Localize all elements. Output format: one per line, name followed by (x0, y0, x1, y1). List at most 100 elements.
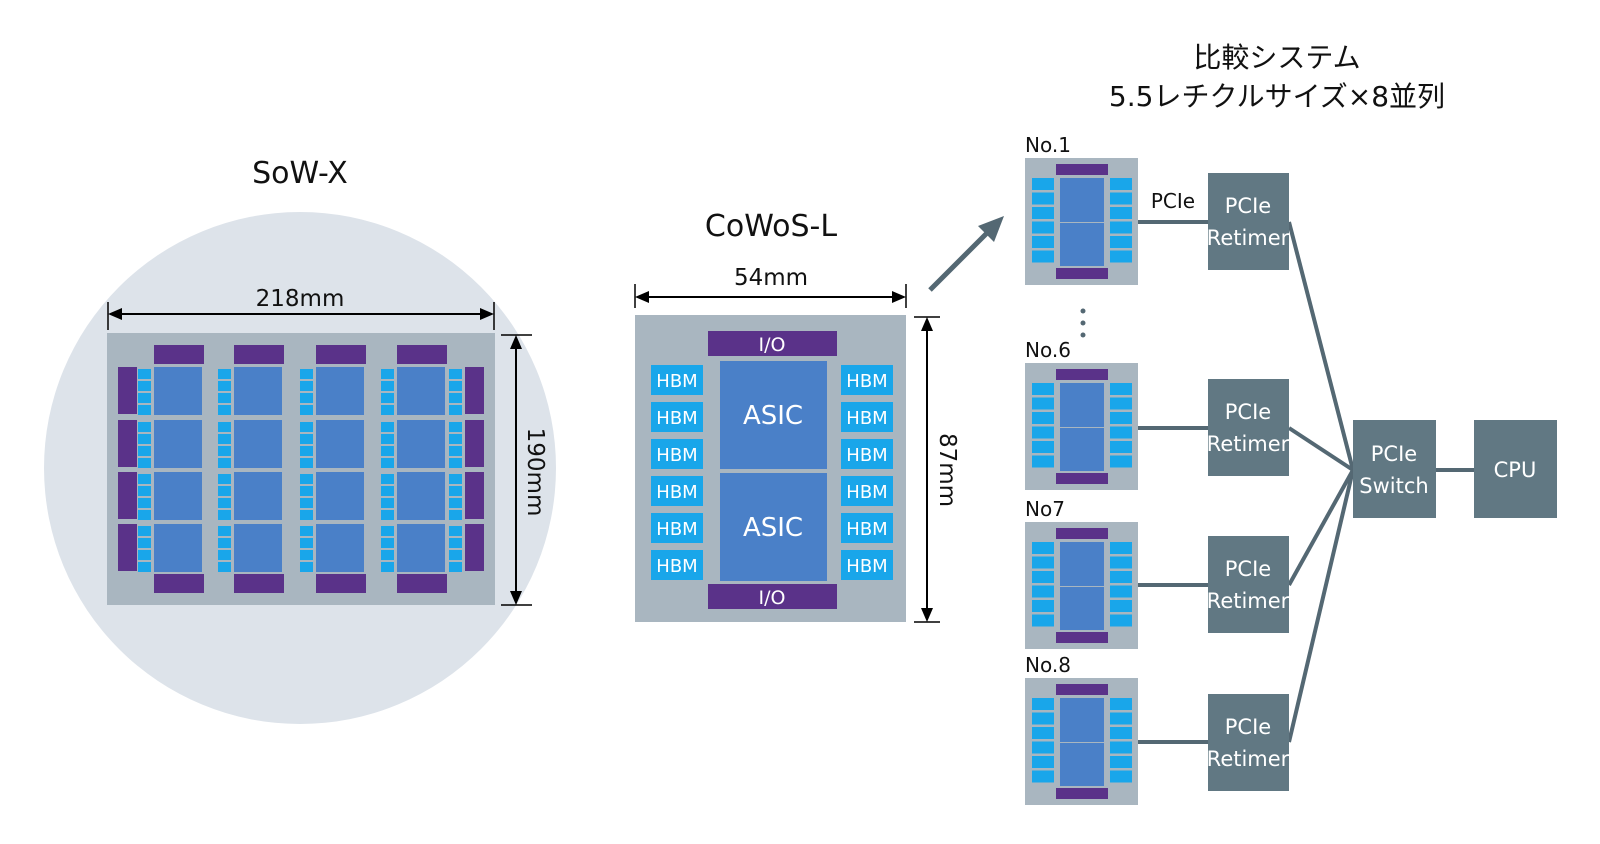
cowos-io-top-label: I/O (759, 334, 786, 356)
sow-compute-die (154, 472, 202, 520)
package-hbm-right (1110, 236, 1132, 248)
package-hbm-left (1032, 741, 1054, 754)
sow-hbm (218, 381, 231, 391)
cowos-hbm-left-6 (651, 550, 703, 580)
sow-io-top-4 (397, 345, 447, 364)
sow-hbm (138, 381, 151, 391)
cowos-hbm-left-1 (651, 365, 703, 395)
comparison-title-line1: 比較システム (1193, 41, 1360, 74)
sow-hbm (381, 422, 394, 432)
cowos-width-label: 54mm (734, 265, 808, 291)
sow-hbm (449, 498, 462, 508)
cowos-asic-lower (720, 473, 827, 581)
sow-hbm (449, 369, 462, 379)
sow-hbm (449, 458, 462, 468)
cowos-hbm-right-6 (841, 550, 893, 580)
sow-hbm (449, 422, 462, 432)
sow-hbm (138, 369, 151, 379)
sow-hbm (218, 550, 231, 560)
sow-hbm (449, 562, 462, 572)
sow-hbm (381, 550, 394, 560)
cowos-title: CoWoS-L (705, 209, 837, 244)
sow-compute-die (154, 367, 202, 415)
cowos-hbm-label: HBM (846, 556, 887, 577)
package-hbm-left (1032, 221, 1054, 234)
sow-hbm (218, 405, 231, 415)
pcie-retimer-label-line2: Retimer (1207, 589, 1290, 613)
sow-hbm (138, 498, 151, 508)
pcie-switch-label-line2: Switch (1359, 474, 1428, 498)
sow-io-right-3 (465, 472, 484, 519)
package-hbm-right (1110, 542, 1132, 554)
package-hbm-left (1032, 727, 1054, 739)
pcie-retimer-label-line2: Retimer (1207, 747, 1290, 771)
sow-io-bottom-1 (154, 574, 204, 593)
cowos-hbm-left-4 (651, 476, 703, 506)
sow-hbm (300, 434, 313, 444)
sow-hbm (381, 510, 394, 520)
sow-hbm (138, 538, 151, 548)
package-hbm-left (1032, 756, 1054, 768)
sow-hbm (300, 498, 313, 508)
sow-hbm (300, 486, 313, 496)
sow-io-left-3 (118, 472, 137, 519)
package-hbm-right (1110, 600, 1132, 612)
package-io-top (1056, 164, 1108, 175)
package-hbm-left (1032, 383, 1054, 395)
sow-hbm (218, 526, 231, 536)
sow-title: SoW-X (252, 156, 348, 191)
sow-compute-die (397, 472, 445, 520)
sow-hbm (449, 538, 462, 548)
sow-hbm (449, 393, 462, 403)
package-io-bottom (1056, 632, 1108, 643)
sow-hbm (381, 381, 394, 391)
package-label: No.1 (1025, 133, 1071, 157)
package-asic-upper (1060, 178, 1104, 222)
sow-compute-die (234, 472, 282, 520)
cowos-hbm-left-2 (651, 402, 703, 432)
package-hbm-right (1110, 397, 1132, 410)
package-hbm-left (1032, 426, 1054, 439)
package-asic-upper (1060, 698, 1104, 742)
package-hbm-right (1110, 614, 1132, 627)
package-hbm-right (1110, 441, 1132, 453)
cowos-hbm-label: HBM (656, 408, 697, 429)
sow-io-top-2 (234, 345, 284, 364)
package-hbm-right (1110, 770, 1132, 783)
pcie-retimer-label-line1: PCIe (1225, 557, 1271, 581)
cowos-hbm-label: HBM (656, 445, 697, 466)
sow-compute-die (397, 524, 445, 572)
sow-hbm (381, 458, 394, 468)
sow-io-bottom-3 (316, 574, 366, 593)
package-hbm-right (1110, 250, 1132, 263)
sow-hbm (218, 422, 231, 432)
package-io-top (1056, 369, 1108, 380)
pcie-switch (1353, 420, 1436, 518)
pcie-retimer-box (1208, 379, 1289, 476)
package-hbm-left (1032, 441, 1054, 453)
sow-io-top-1 (154, 345, 204, 364)
cowos-hbm-right-1 (841, 365, 893, 395)
package-hbm-left (1032, 712, 1054, 725)
package-hbm-right (1110, 221, 1132, 234)
sow-hbm (381, 393, 394, 403)
sow-hbm (138, 550, 151, 560)
sow-compute-die (316, 367, 364, 415)
pcie-retimer-box (1208, 694, 1289, 791)
sow-hbm (381, 446, 394, 456)
sow-io-right-2 (465, 420, 484, 467)
cowos-hbm-label: HBM (846, 408, 887, 429)
sow-compute-die (316, 420, 364, 468)
cpu-label: CPU (1494, 458, 1537, 482)
package-io-top (1056, 528, 1108, 539)
cowos-asic-lower-label: ASIC (743, 513, 803, 543)
retimer-list: PCIeRetimerPCIeRetimerPCIeRetimerPCIeRet… (1207, 173, 1290, 791)
sow-hbm (300, 405, 313, 415)
cowos-hbm-left-5 (651, 513, 703, 543)
sow-hbm (218, 458, 231, 468)
sow-compute-die (234, 420, 282, 468)
sow-io-top-3 (316, 345, 366, 364)
